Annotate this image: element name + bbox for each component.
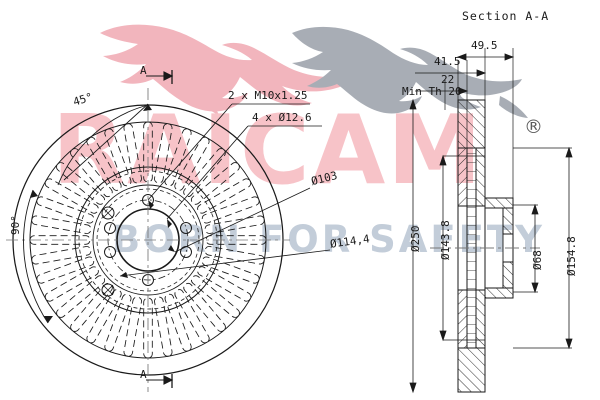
dim-label-dia-143-8: Ø143.8 xyxy=(439,220,452,260)
dim-label-41-5: 41.5 xyxy=(434,55,461,68)
section-title: Section A-A xyxy=(462,9,550,23)
section-marker-label-bottom: A xyxy=(140,368,147,381)
dim-dia-143-8 xyxy=(439,154,485,342)
dim-41-5 xyxy=(415,69,487,77)
annotation-bolt-holes: 4 x Ø12.6 xyxy=(252,111,312,124)
dim-label-49-5: 49.5 xyxy=(471,39,498,52)
dim-label-dia-154-8: Ø154.8 xyxy=(565,236,578,276)
angle-45-dimension xyxy=(57,104,149,186)
leaping-cheetah-icon-primary xyxy=(100,24,356,115)
dim-dia-250 xyxy=(409,98,417,394)
section-marker-top xyxy=(146,70,174,84)
dim-49-5 xyxy=(456,53,515,61)
threaded-holes xyxy=(101,206,115,297)
dim-label-dia-250: Ø250 xyxy=(409,225,422,253)
angle-90-dimension xyxy=(23,189,53,324)
section-marker-label-top: A xyxy=(140,64,147,77)
friction-ring-bottom xyxy=(457,289,486,349)
dim-label-22: 22 xyxy=(441,73,455,86)
annotation-threaded-holes: 2 x M10x1.25 xyxy=(228,89,308,102)
registered-trademark-icon: ® xyxy=(524,116,543,138)
dim-dia-68 xyxy=(513,203,539,294)
dim-dia-154-8 xyxy=(513,146,573,350)
section-marker-bottom xyxy=(146,374,174,388)
dim-label-min-thickness: Min Th 20 xyxy=(402,85,462,98)
hub-barrel xyxy=(457,99,486,393)
annotation-90-deg: 90° xyxy=(9,215,22,235)
dim-22 xyxy=(415,87,469,95)
friction-ring-top xyxy=(457,147,486,207)
dim-label-dia-68: Ø68 xyxy=(531,250,544,270)
